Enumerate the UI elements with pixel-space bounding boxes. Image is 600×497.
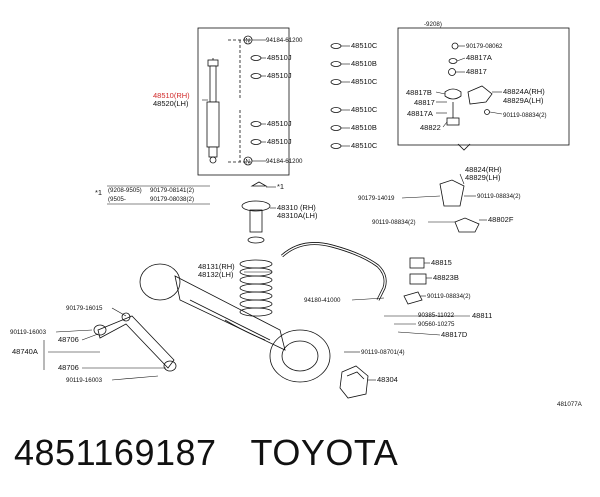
label-90119-16003-bottom: 90119-16003 [66, 377, 103, 384]
shock-washers [250, 55, 262, 145]
label-bump-star: *1 [277, 182, 284, 191]
right-washer-column [330, 43, 342, 149]
label-48510b-1: 48510B [351, 59, 377, 68]
label-90119-08701: 90119-08701(4) [361, 349, 405, 356]
stabilizer-bracket-drawing [403, 179, 480, 305]
part-number: 4851169187 [14, 432, 217, 473]
label-note-star: *1 [95, 188, 102, 197]
parts-diagram: 48510(RH) 48520(LH) 94184-61200 94184-61… [10, 21, 583, 408]
label-90119-08834-box: 90119-08834(2) [503, 112, 547, 119]
label-90119-08834-2: 90119-08834(2) [477, 193, 521, 200]
shock-absorber-drawing [206, 58, 220, 164]
label-box-date: -9208) [424, 21, 442, 28]
product-caption: 4851169187 TOYOTA [14, 432, 432, 474]
shock-guide-lines [228, 39, 252, 163]
label-48510c-3: 48510C [351, 105, 378, 114]
brand-name: TOYOTA [250, 432, 399, 473]
label-48824: 48824(RH) [465, 165, 502, 174]
label-48310a: 48310A(LH) [277, 211, 318, 220]
diagram-ref-code: 481077A [557, 401, 583, 408]
label-note-line2: (9505- [108, 196, 126, 203]
label-90179-08062: 90179-08062 [466, 43, 503, 50]
bump-stop-drawing [241, 181, 271, 244]
label-note-line2-part: 90179-08038(2) [150, 196, 194, 203]
label-48706-bottom: 48706 [58, 363, 79, 372]
label-48510c-2: 48510C [351, 77, 378, 86]
label-shock-part-rh: 48510(RH) [153, 91, 190, 100]
label-48304: 48304 [377, 375, 398, 384]
coil-spring-drawing [239, 259, 273, 317]
label-48310: 48310 (RH) [277, 203, 316, 212]
label-48817-left: 48817 [414, 98, 435, 107]
label-48740a: 48740A [12, 347, 38, 356]
label-48824a: 48824A(RH) [503, 87, 545, 96]
bracket-kit-box [397, 27, 570, 146]
label-48811: 48811 [472, 311, 492, 320]
label-48823b: 48823B [433, 273, 459, 282]
label-48829: 48829(LH) [465, 173, 501, 182]
label-90179-14019: 90179-14019 [358, 195, 395, 202]
label-90119-08834-3: 90119-08834(2) [372, 219, 416, 226]
label-48817a-top: 48817A [466, 53, 492, 62]
stabilizer-bar-drawing [280, 242, 387, 301]
label-48510j-4: 48510J [267, 137, 292, 146]
label-48817a-left: 48817A [407, 109, 433, 118]
label-48510c-4: 48510C [351, 141, 378, 150]
label-note-line1: (9208-9505) [108, 187, 142, 194]
shock-kit-box [197, 27, 290, 176]
label-note-line1-part: 90179-08141(2) [150, 187, 194, 194]
label-90560-10275: 90560-10275 [418, 321, 455, 328]
label-48510j-1: 48510J [267, 53, 292, 62]
label-48510j-3: 48510J [267, 119, 292, 128]
label-48822: 48822 [420, 123, 441, 132]
label-48815: 48815 [431, 258, 452, 267]
label-bolt-top: 94184-61200 [266, 37, 303, 44]
bracket-kit-drawing [444, 42, 493, 151]
label-90385-11022: 90385-11022 [418, 312, 455, 319]
label-90179-16015: 90179-16015 [66, 305, 103, 312]
label-48510c-1: 48510C [351, 41, 378, 50]
label-shock-part-lh: 48520(LH) [153, 99, 189, 108]
label-48829a: 48829A(LH) [503, 96, 544, 105]
bumper-block-drawing [339, 365, 369, 399]
label-48817: 48817 [466, 67, 487, 76]
label-48817d: 48817D [441, 330, 468, 339]
svg-text:N: N [246, 160, 250, 166]
axle-housing-drawing [139, 263, 331, 383]
label-90119-08834-4: 90119-08834(2) [427, 293, 471, 300]
label-48706-top: 48706 [58, 335, 79, 344]
lateral-rod-drawing [93, 312, 177, 372]
label-48817b: 48817B [406, 88, 432, 97]
label-48802f: 48802F [488, 215, 514, 224]
label-48131: 48131(RH) [198, 262, 235, 271]
svg-text:N: N [246, 39, 250, 45]
label-bolt-bottom: 94184-61200 [266, 158, 303, 165]
label-48510b-2: 48510B [351, 123, 377, 132]
label-48132: 48132(LH) [198, 270, 234, 279]
label-94180-41000: 94180-41000 [304, 297, 341, 304]
label-48510j-2: 48510J [267, 71, 292, 80]
label-90119-16003-top: 90119-16003 [10, 329, 47, 336]
